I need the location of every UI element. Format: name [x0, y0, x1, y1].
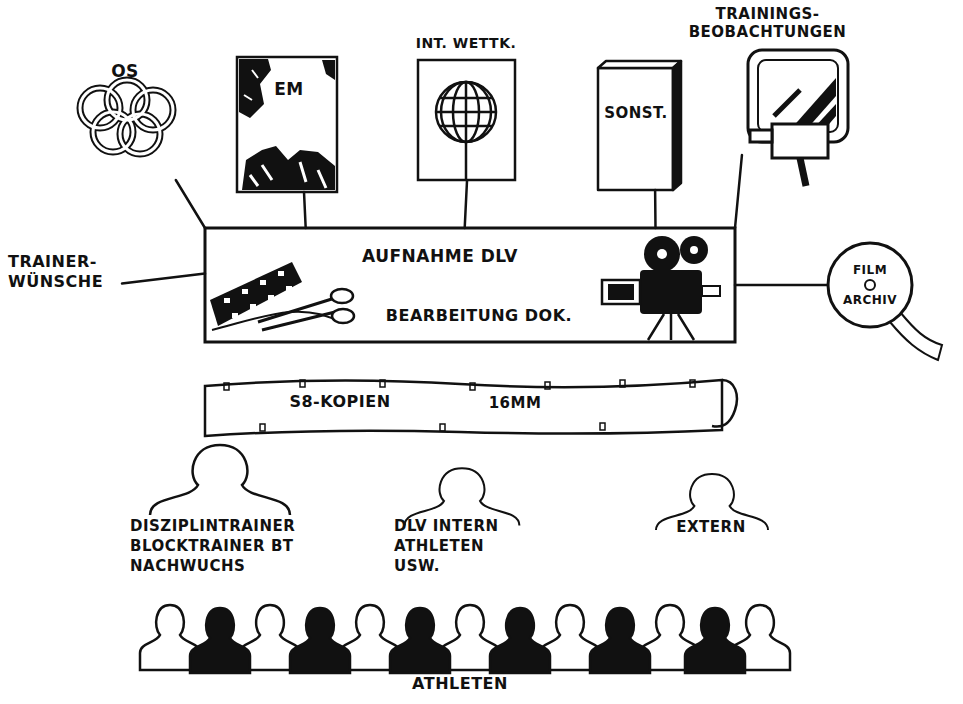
- source-box: EM: [237, 57, 337, 192]
- node-label: TRAINER- WÜNSCHE: [8, 252, 120, 292]
- center-box: [205, 228, 735, 342]
- person-silhouette: [405, 468, 520, 525]
- source-node: OS: [70, 55, 185, 180]
- film-reel: [828, 243, 942, 360]
- connector-line: [176, 180, 205, 228]
- film-strip: [205, 380, 737, 436]
- node-label: OS: [90, 61, 160, 82]
- europe-map: [237, 57, 337, 192]
- node-label: BEARBEITUNG DOK.: [363, 306, 595, 326]
- input-node: TRAINER- WÜNSCHE: [8, 250, 122, 306]
- archive-reel: FILM ARCHIV: [828, 243, 914, 327]
- node-label: INT. WETTK.: [405, 35, 527, 53]
- connector-line: [122, 274, 205, 284]
- node-label: EM: [267, 79, 311, 100]
- athletes-row: [140, 605, 790, 673]
- node-label: TRAININGS- BEOBACHTUNGEN: [680, 5, 855, 41]
- audience-node: DLV INTERN ATHLETEN USW.: [390, 458, 540, 595]
- node-label: AUFNAHME DLV: [345, 246, 535, 267]
- node-label: FILM ARCHIV: [828, 255, 912, 315]
- process-box: AUFNAHME DLV BEARBEITUNG DOK.: [205, 228, 735, 342]
- connector-line: [735, 155, 742, 228]
- globe-box: [418, 60, 515, 180]
- node-label: DLV INTERN ATHLETEN USW.: [394, 516, 519, 576]
- connector-line: [304, 192, 306, 228]
- node-label: SONST.: [601, 104, 671, 123]
- connector-line: [465, 181, 467, 228]
- misc-box: [598, 61, 681, 190]
- connector-line: [654, 190, 657, 228]
- node-label: 16MM: [470, 394, 560, 413]
- node-label: EXTERN: [656, 518, 766, 537]
- node-label: S8-KOPIEN: [265, 392, 415, 412]
- tv-camera: [748, 50, 848, 186]
- source-box: INT. WETTK.: [405, 35, 529, 181]
- node-label: DISZIPLINTRAINER BLOCKTRAINER BT NACHWUC…: [130, 516, 320, 576]
- athletes-node: ATHLETEN: [130, 598, 790, 702]
- connector-line: [735, 284, 828, 287]
- source-box: SONST.: [598, 62, 682, 190]
- copies-band: S8-KOPIEN 16MM: [205, 378, 722, 434]
- person-silhouette: [150, 445, 290, 515]
- source-node: TRAININGS- BEOBACHTUNGEN: [680, 5, 857, 155]
- olympic-rings: [80, 80, 173, 154]
- audience-node: DISZIPLINTRAINER BLOCKTRAINER BT NACHWUC…: [130, 440, 322, 595]
- node-label: ATHLETEN: [385, 674, 535, 694]
- audience-node: EXTERN: [650, 462, 775, 552]
